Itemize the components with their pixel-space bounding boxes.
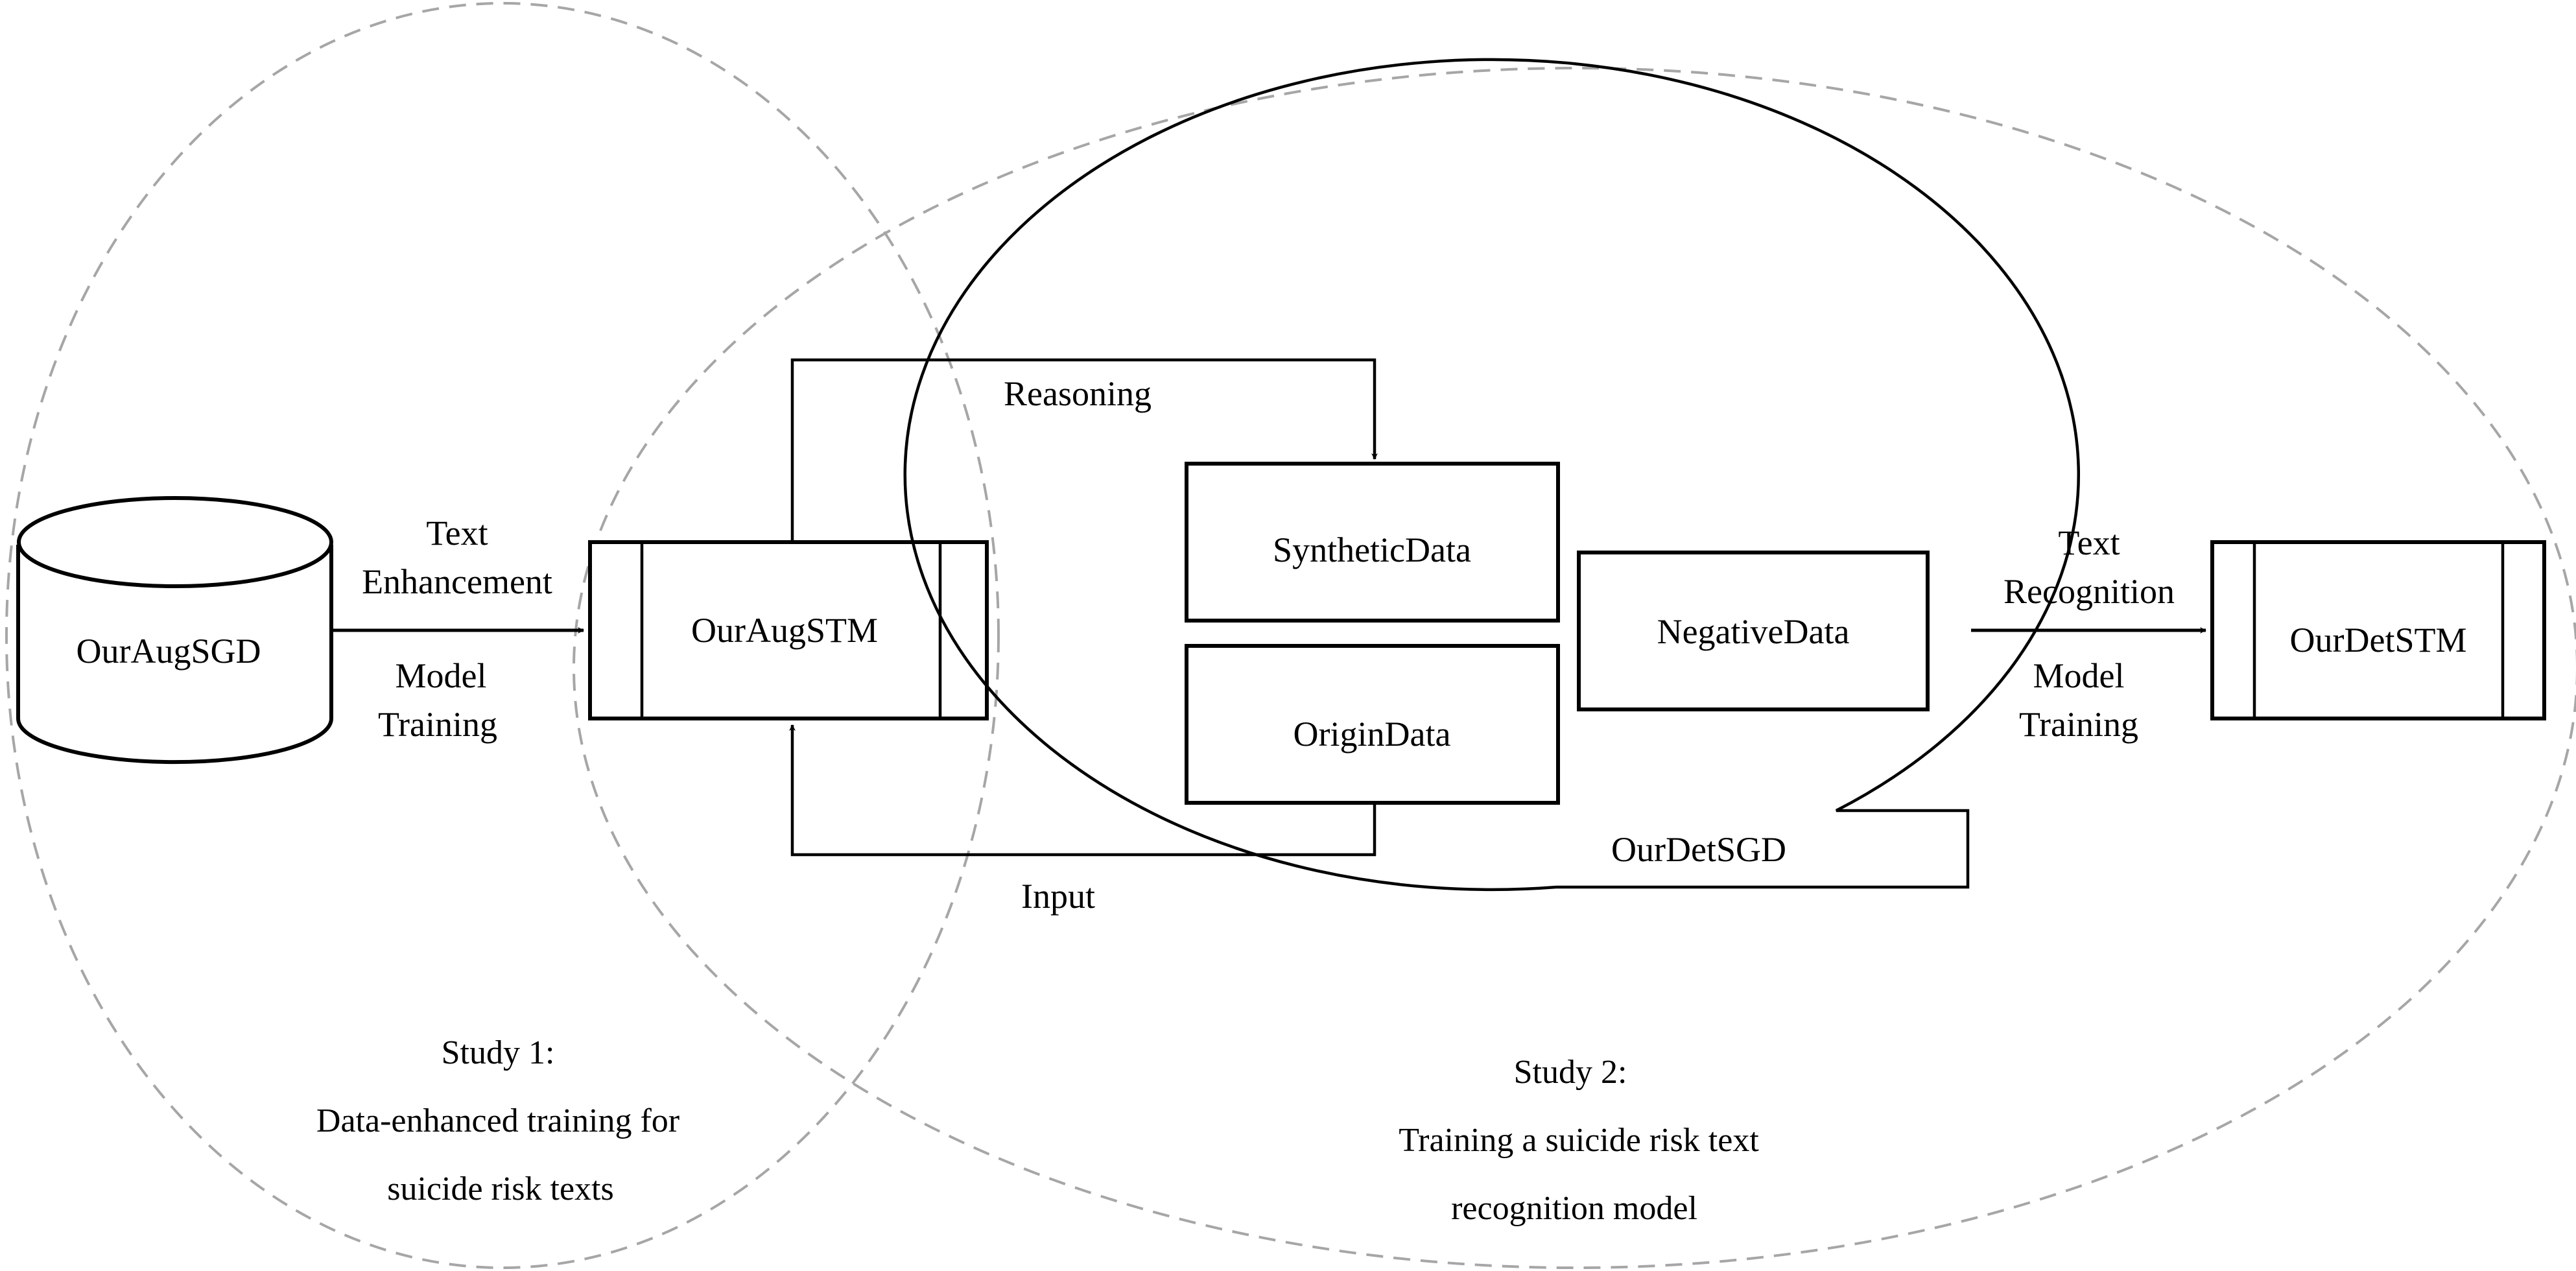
our-det-sgd-label: OurDetSGD [1611, 830, 1786, 869]
synthetic-data-node[interactable]: SyntheticData [1185, 462, 1560, 623]
our-aug-sgd-database[interactable]: OurAugSGD [16, 496, 333, 765]
cylinder-body [16, 545, 333, 765]
study1-title: Study 1: [442, 1034, 555, 1071]
our-aug-stm-model[interactable]: OurAugSTM [588, 540, 989, 720]
text-recognition-label-1: Text [2058, 523, 2120, 562]
study1-line2: suicide risk texts [387, 1170, 614, 1207]
origin-data-node[interactable]: OriginData [1185, 644, 1560, 805]
text-enhancement-label-1: Text [426, 514, 488, 552]
cylinder-top [17, 496, 333, 588]
model-training-right-label-2: Training [2019, 705, 2138, 744]
our-aug-sgd-label: OurAugSGD [76, 632, 261, 671]
study1-region [5, 2, 1000, 1269]
our-det-sgd-container [903, 58, 2080, 892]
negative-data-node[interactable]: NegativeData [1577, 551, 1930, 711]
input-label: Input [1021, 877, 1095, 916]
study2-line1: Training a suicide risk text [1399, 1122, 1759, 1159]
input-connector [789, 724, 1377, 857]
study2-line2: recognition model [1451, 1190, 1697, 1227]
study2-title: Study 2: [1514, 1054, 1627, 1091]
origin-data-label: OriginData [1294, 715, 1451, 754]
our-aug-stm-label: OurAugSTM [691, 611, 878, 650]
synthetic-data-label: SyntheticData [1273, 530, 1471, 569]
text-enhancement-label-2: Enhancement [362, 562, 552, 601]
reasoning-label: Reasoning [1004, 374, 1152, 413]
negative-data-label: NegativeData [1657, 612, 1850, 651]
reasoning-connector [790, 358, 1378, 542]
origin-data-box [1185, 644, 1560, 805]
our-det-stm-box [2210, 540, 2546, 720]
model-training-label-1: Model [396, 656, 487, 695]
text-recognition-label-2: Recognition [2003, 572, 2175, 611]
our-det-stm-label: OurDetSTM [2290, 621, 2467, 659]
model-training-right-label-1: Model [2033, 656, 2125, 695]
negative-data-box [1577, 551, 1930, 711]
our-det-stm-model[interactable]: OurDetSTM [2210, 540, 2546, 720]
synthetic-data-box [1185, 462, 1560, 623]
study1-line1: Data-enhanced training for [316, 1102, 679, 1139]
model-training-label-2: Training [378, 705, 497, 744]
